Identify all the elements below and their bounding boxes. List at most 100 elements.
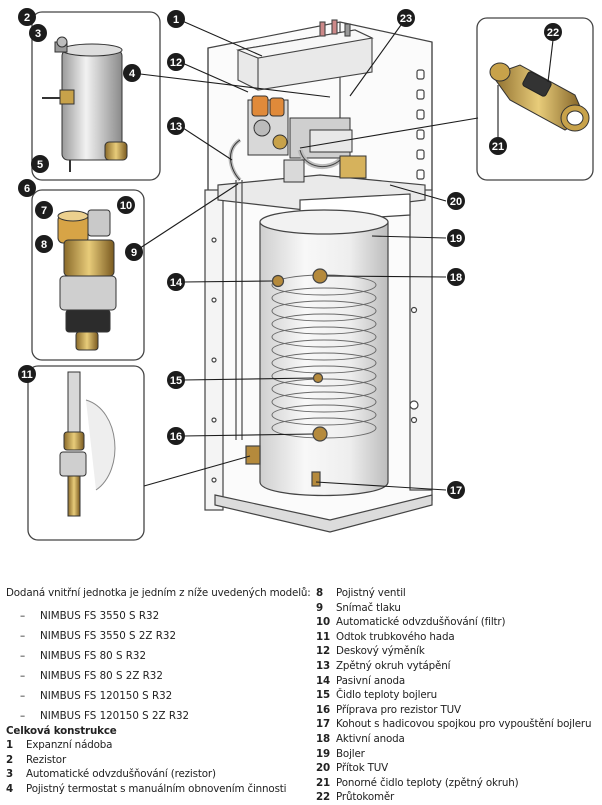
svg-text:8: 8 (41, 239, 47, 251)
component-number: 8 (316, 587, 324, 599)
component-label: Ponorné čidlo teploty (zpětný okruh) (336, 776, 519, 789)
component-label: Aktivní anoda (336, 732, 405, 745)
list-dash: – (20, 650, 26, 662)
component-number: 1 (6, 739, 14, 751)
callout-14: 14 (167, 273, 185, 291)
model-item: – NIMBUS FS 120150 S R32 (20, 686, 189, 706)
model-list: –NIMBUS FS 3550 S R32 – NIMBUS FS 3550 S … (20, 606, 189, 726)
svg-text:9: 9 (131, 247, 137, 259)
component-item: 10 Automatické odvzdušňování (filtr) (316, 615, 591, 630)
component-number: 4 (6, 782, 14, 795)
model-name: NIMBUS FS 3550 S 2Z R32 (40, 630, 177, 642)
component-label: Bojler (336, 747, 365, 760)
callout-21: 21 (489, 137, 507, 155)
model-item: – NIMBUS FS 120150 S 2Z R32 (20, 706, 189, 726)
svg-text:21: 21 (492, 141, 504, 153)
model-item: – NIMBUS FS 3550 S 2Z R32 (20, 626, 189, 646)
component-item: 19 Bojler (316, 747, 591, 762)
model-item: – NIMBUS FS 80 S R32 (20, 646, 189, 666)
callout-10: 10 (117, 196, 135, 214)
component-number: 2 (6, 753, 14, 766)
expansion-vessel (235, 19, 374, 91)
svg-text:23: 23 (400, 13, 412, 25)
boiler-tank (245, 209, 389, 497)
callout-7: 7 (35, 201, 53, 219)
component-label: Odtok trubkového hada (336, 630, 455, 643)
callout-20: 20 (447, 192, 465, 210)
component-number: 9 (316, 601, 324, 614)
component-label: Automatické odvzdušňování (rezistor) (26, 768, 216, 781)
list-dash: – (20, 630, 26, 642)
svg-text:19: 19 (450, 233, 462, 245)
callout-22: 22 (544, 23, 562, 41)
svg-text:15: 15 (170, 375, 182, 387)
component-number: 17 (316, 718, 331, 731)
list-dash: – (20, 690, 26, 702)
svg-text:17: 17 (450, 485, 462, 497)
component-number: 10 (316, 616, 331, 629)
component-label: Pojistný termostat s manuálním obnovením… (26, 782, 287, 795)
callout-13: 13 (167, 117, 185, 135)
model-name: NIMBUS FS 80 S R32 (40, 650, 147, 662)
component-label: Rezistor (26, 753, 67, 766)
model-name: NIMBUS FS 120150 S R32 (40, 690, 173, 702)
component-number: 12 (316, 645, 331, 658)
callout-16: 16 (167, 427, 185, 445)
inset-flowmeter (476, 17, 594, 181)
callout-19: 19 (447, 229, 465, 247)
callout-4: 4 (123, 64, 141, 82)
model-name: NIMBUS FS 80 S 2Z R32 (40, 670, 163, 682)
component-number: 13 (316, 659, 331, 672)
callout-5: 5 (31, 155, 49, 173)
callout-23: 23 (397, 9, 415, 27)
component-item: 20 Přítok TUV (316, 761, 591, 776)
component-number: 21 (316, 776, 331, 789)
svg-text:14: 14 (170, 277, 183, 289)
svg-text:22: 22 (547, 27, 559, 39)
callout-15: 15 (167, 371, 185, 389)
callout-18: 18 (447, 268, 465, 286)
callout-9: 9 (125, 243, 143, 261)
svg-text:2: 2 (24, 12, 30, 24)
component-label: Přítok TUV (336, 762, 389, 775)
callout-8: 8 (35, 235, 53, 253)
list-dash: – (20, 710, 26, 722)
component-number: 3 (6, 768, 14, 781)
return-pipe (235, 180, 243, 440)
callout-11: 11 (18, 365, 36, 383)
svg-text:1: 1 (173, 14, 179, 26)
component-item: 3 Automatické odvzdušňování (rezistor) (6, 767, 286, 782)
component-label: Zpětný okruh vytápění (336, 659, 451, 672)
svg-text:4: 4 (129, 68, 136, 80)
svg-text:7: 7 (41, 205, 47, 217)
svg-text:18: 18 (450, 272, 462, 284)
callout-17: 17 (447, 481, 465, 499)
component-number: 11 (316, 630, 331, 643)
component-label: Příprava pro rezistor TUV (336, 703, 461, 716)
component-label: Kohout s hadicovou spojkou pro vypouštěn… (336, 718, 592, 731)
leader-lines (131, 17, 554, 491)
model-name: NIMBUS FS 120150 S 2Z R32 (40, 710, 190, 722)
component-item: 16 Příprava pro rezistor TUV (316, 703, 591, 718)
component-label: Automatické odvzdušňování (filtr) (336, 616, 506, 629)
callout-3: 3 (29, 24, 47, 42)
component-number: 19 (316, 747, 331, 760)
model-item: –NIMBUS FS 3550 S R32 (20, 606, 189, 626)
inset-filter (31, 189, 145, 361)
component-number: 20 (316, 762, 331, 775)
component-item: 11 Odtok trubkového hada (316, 630, 591, 645)
svg-text:6: 6 (24, 183, 30, 195)
component-number: 16 (316, 703, 331, 716)
svg-text:11: 11 (21, 369, 33, 381)
component-label: Čidlo teploty bojleru (336, 689, 437, 702)
component-item: 13 Zpětný okruh vytápění (316, 659, 591, 674)
svg-text:5: 5 (37, 159, 43, 171)
component-label: Deskový výměník (336, 645, 425, 658)
section-title: Celková konstrukce (6, 725, 117, 737)
component-number: 14 (316, 674, 331, 687)
component-label: Pojistný ventil (336, 587, 406, 599)
